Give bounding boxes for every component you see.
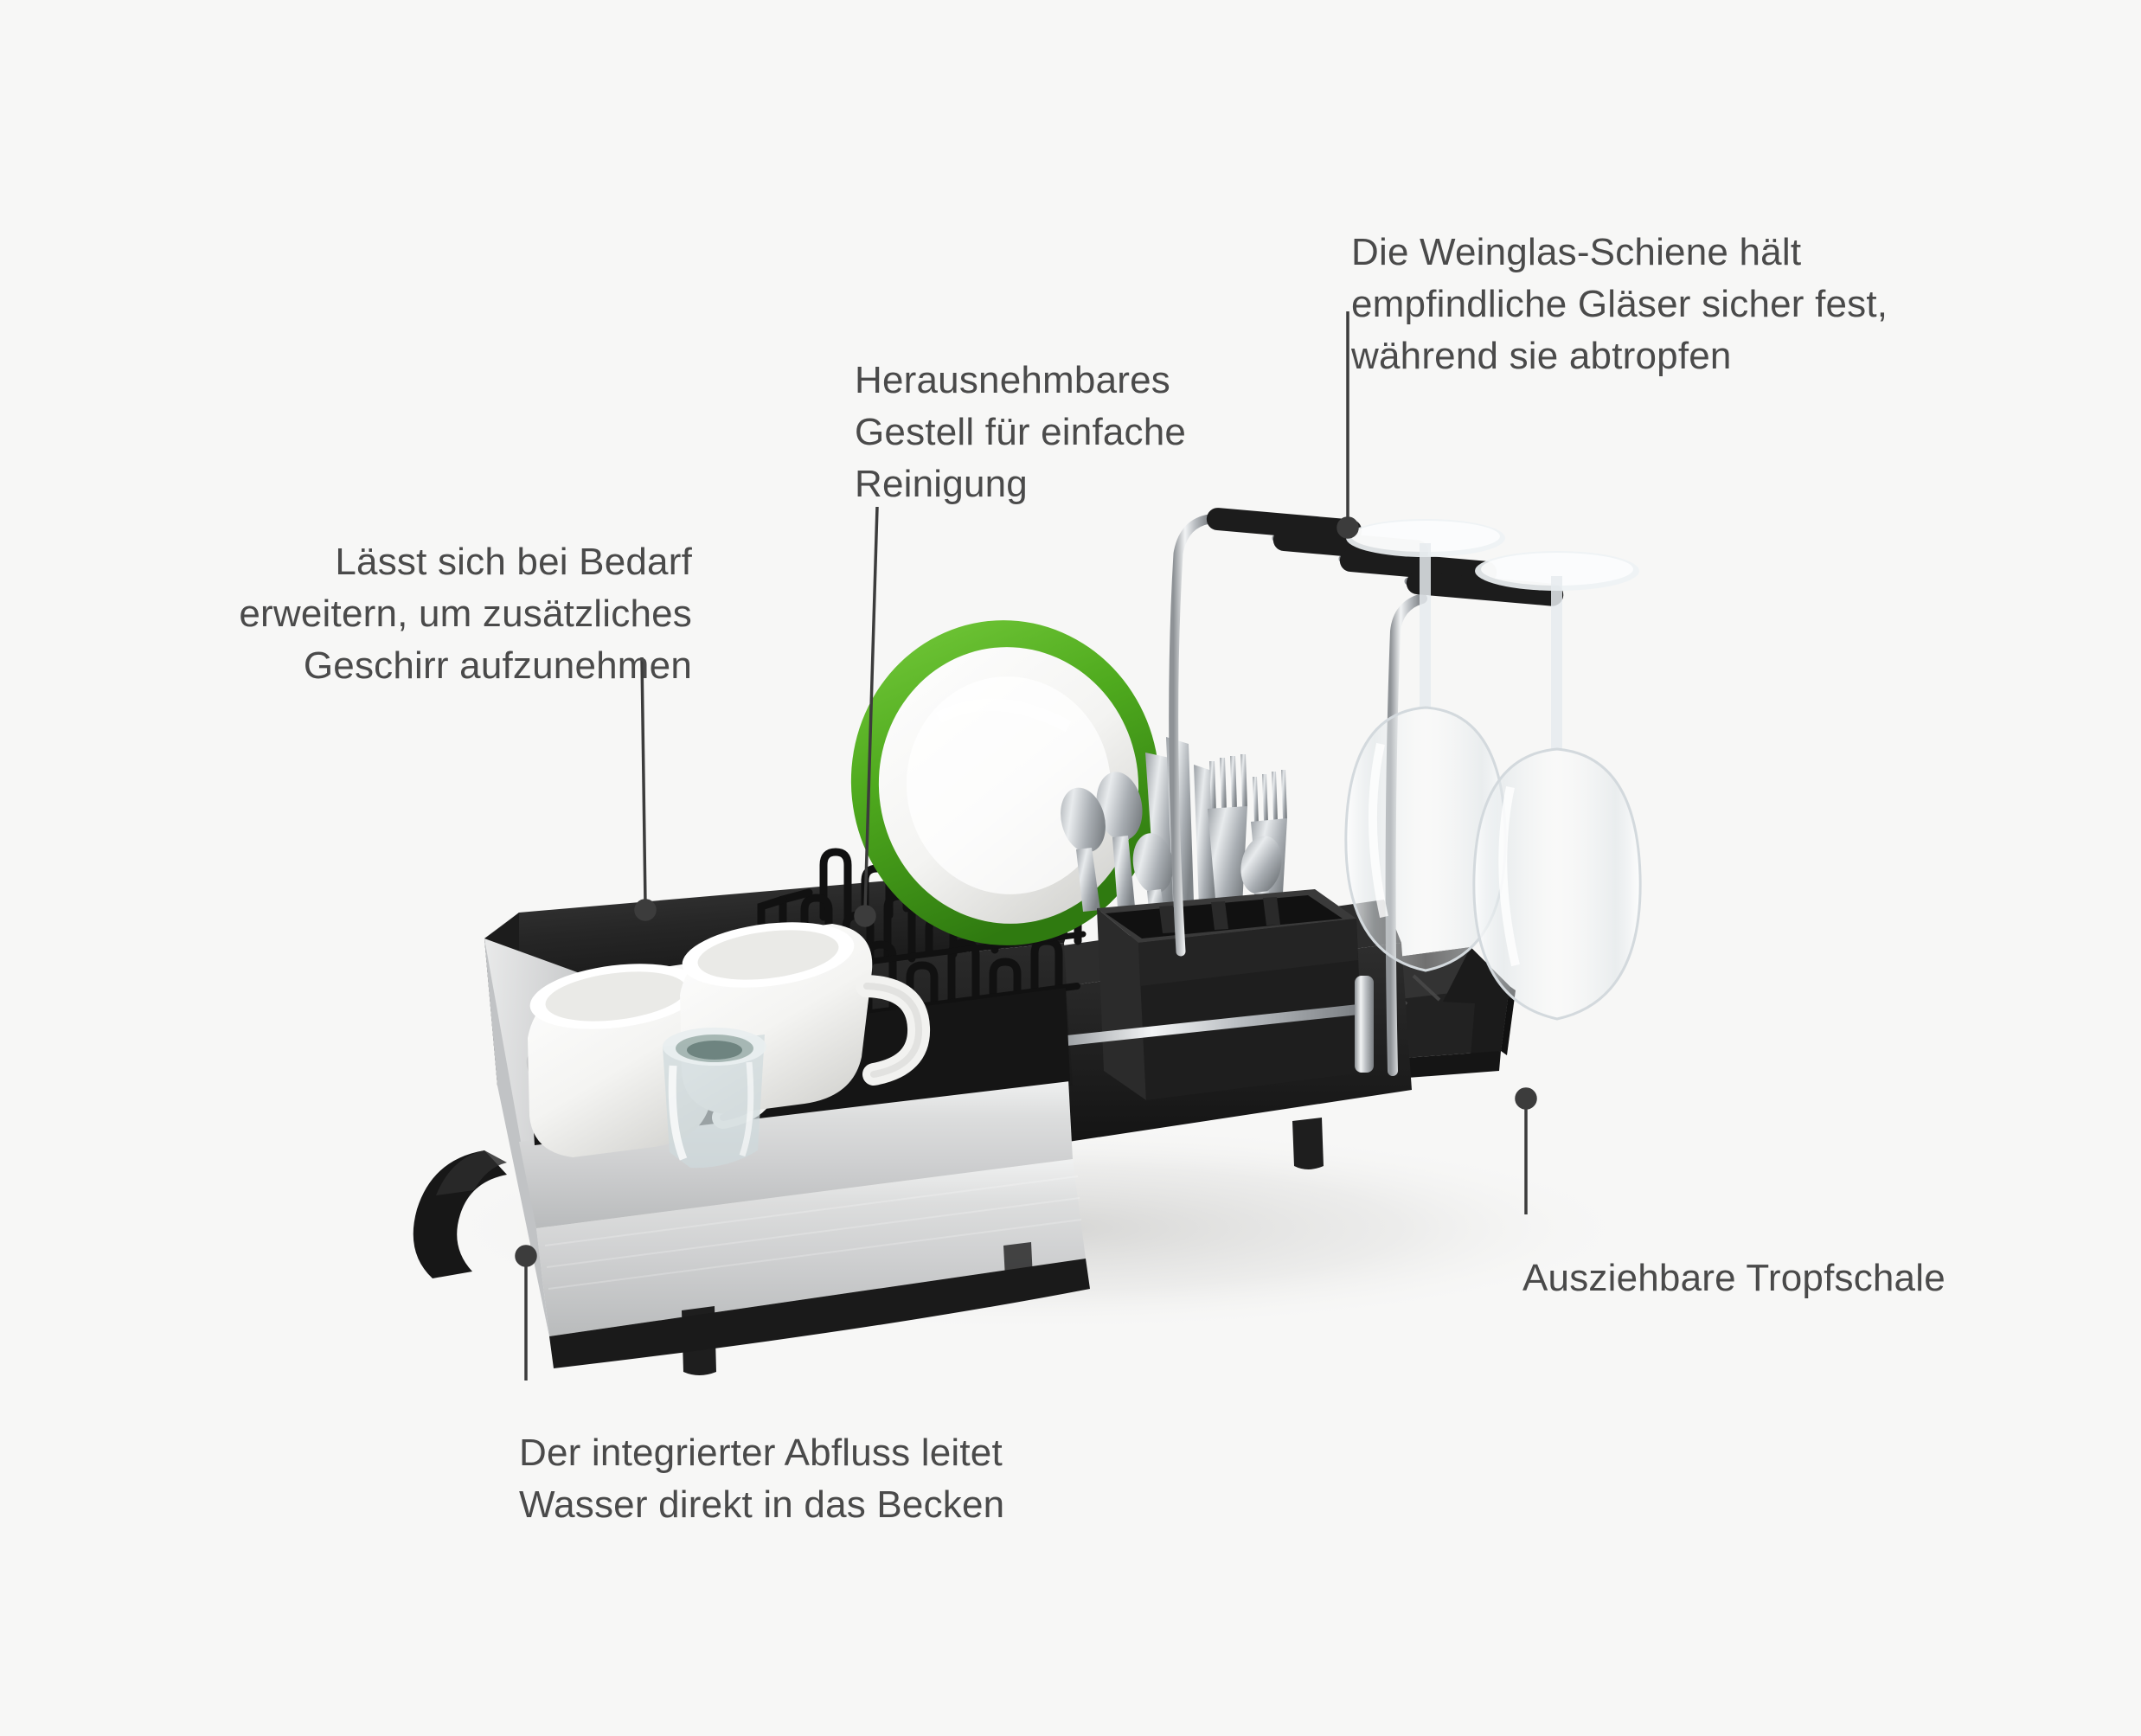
callout-expandable: Lässt sich bei Bedarf erweitern, um zusä… (239, 541, 692, 687)
base-band (549, 1259, 1090, 1368)
wine-glass-left (1344, 519, 1507, 972)
callout-extendable-drip-tray: Ausziehbare Tropfschale (1522, 1257, 1945, 1299)
chrome-rail (1046, 976, 1374, 1073)
drain-spout (413, 1150, 507, 1278)
cutlery-caddy (1097, 889, 1363, 1100)
callout-removable-rack: Herausnehmbares Gestell für einfache Rei… (855, 359, 1187, 505)
wine-glass-right (1472, 551, 1642, 1021)
callout-integrated-drain: Der integrierter Abfluss leitet Wasser d… (519, 1432, 1005, 1526)
tumbler-glass (663, 1028, 766, 1169)
callout-wine-glass-rail: Die Weinglas-Schiene hält empfindliche G… (1351, 231, 1888, 377)
